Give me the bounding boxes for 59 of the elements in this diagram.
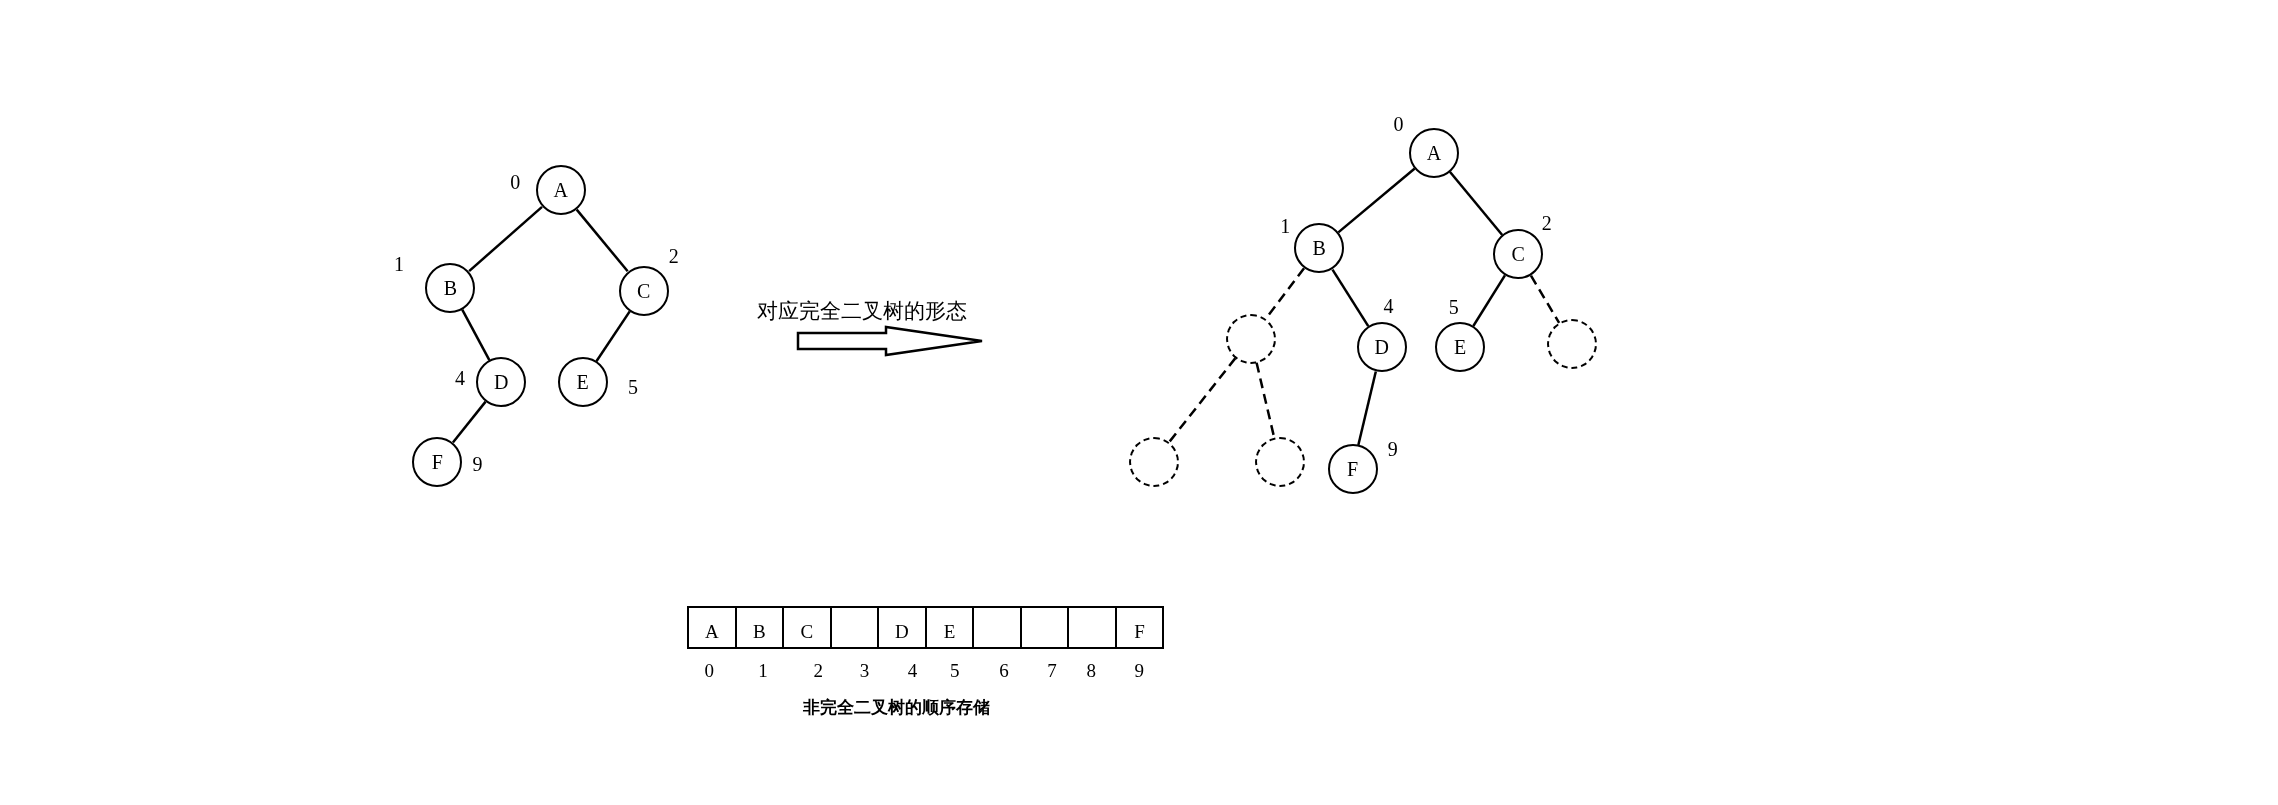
node-letter: C xyxy=(1510,243,1526,266)
empty-node-circle xyxy=(1128,437,1179,487)
index-number: 3 xyxy=(859,660,870,683)
node-letter: D xyxy=(1373,336,1390,359)
node-letter: A xyxy=(1425,141,1443,164)
array-cell: B xyxy=(734,605,785,650)
node-letter: E xyxy=(1452,336,1468,359)
empty-node-circle xyxy=(1546,319,1597,370)
index-number: 9 xyxy=(472,453,483,475)
index-number: 0 xyxy=(510,171,521,194)
node-letter: B xyxy=(1311,237,1327,260)
tree-edge xyxy=(1529,275,1561,324)
node-letter: F xyxy=(430,451,444,473)
index-number: 5 xyxy=(949,660,960,683)
array-cell: F xyxy=(1114,605,1165,650)
node-letter: C xyxy=(635,279,652,302)
index-number: 9 xyxy=(1134,660,1144,683)
array-cell: C xyxy=(782,605,832,650)
index-number: 2 xyxy=(668,245,679,268)
node-letter: B xyxy=(442,276,459,299)
tree-edge xyxy=(461,309,491,361)
index-number: 8 xyxy=(1086,660,1096,683)
tree-edge xyxy=(575,208,629,273)
tree-edge xyxy=(1168,357,1237,444)
empty-node-circle xyxy=(1254,437,1305,487)
tree-edge xyxy=(468,205,543,273)
node-letter: A xyxy=(552,179,569,202)
tree-edge xyxy=(451,400,487,444)
array-cell: A xyxy=(687,605,737,650)
node-letter: D xyxy=(492,371,510,394)
tree-edge xyxy=(1255,362,1276,438)
tree-edge xyxy=(595,310,631,362)
index-number: 4 xyxy=(455,367,466,390)
tree-edge xyxy=(1337,167,1416,234)
index-number: 9 xyxy=(1387,438,1398,461)
index-number: 2 xyxy=(813,660,823,683)
index-number: 0 xyxy=(704,660,714,683)
tree-edge xyxy=(1472,274,1506,327)
array-cell: D xyxy=(877,605,927,650)
index-number: 0 xyxy=(1393,113,1404,136)
tree-edge xyxy=(1357,371,1378,446)
node-letter: F xyxy=(1346,458,1360,481)
caption: 非完全二叉树的顺序存储 xyxy=(803,697,991,720)
tree-edge xyxy=(1448,171,1504,236)
tree-edge xyxy=(1331,268,1370,327)
empty-node-circle xyxy=(1225,313,1276,364)
index-number: 1 xyxy=(1280,214,1291,237)
array-cell: E xyxy=(924,605,975,650)
index-number: 4 xyxy=(907,660,918,683)
index-number: 6 xyxy=(999,660,1009,683)
index-number: 5 xyxy=(627,375,638,398)
index-number: 4 xyxy=(1383,294,1394,317)
index-number: 5 xyxy=(1448,296,1459,319)
index-number: 7 xyxy=(1047,660,1057,683)
node-letter: E xyxy=(575,371,590,394)
index-number: 1 xyxy=(394,252,405,275)
index-number: 1 xyxy=(758,660,768,683)
arrow-label: 对应完全二叉树的形态 xyxy=(757,300,967,322)
index-number: 2 xyxy=(1541,211,1552,234)
